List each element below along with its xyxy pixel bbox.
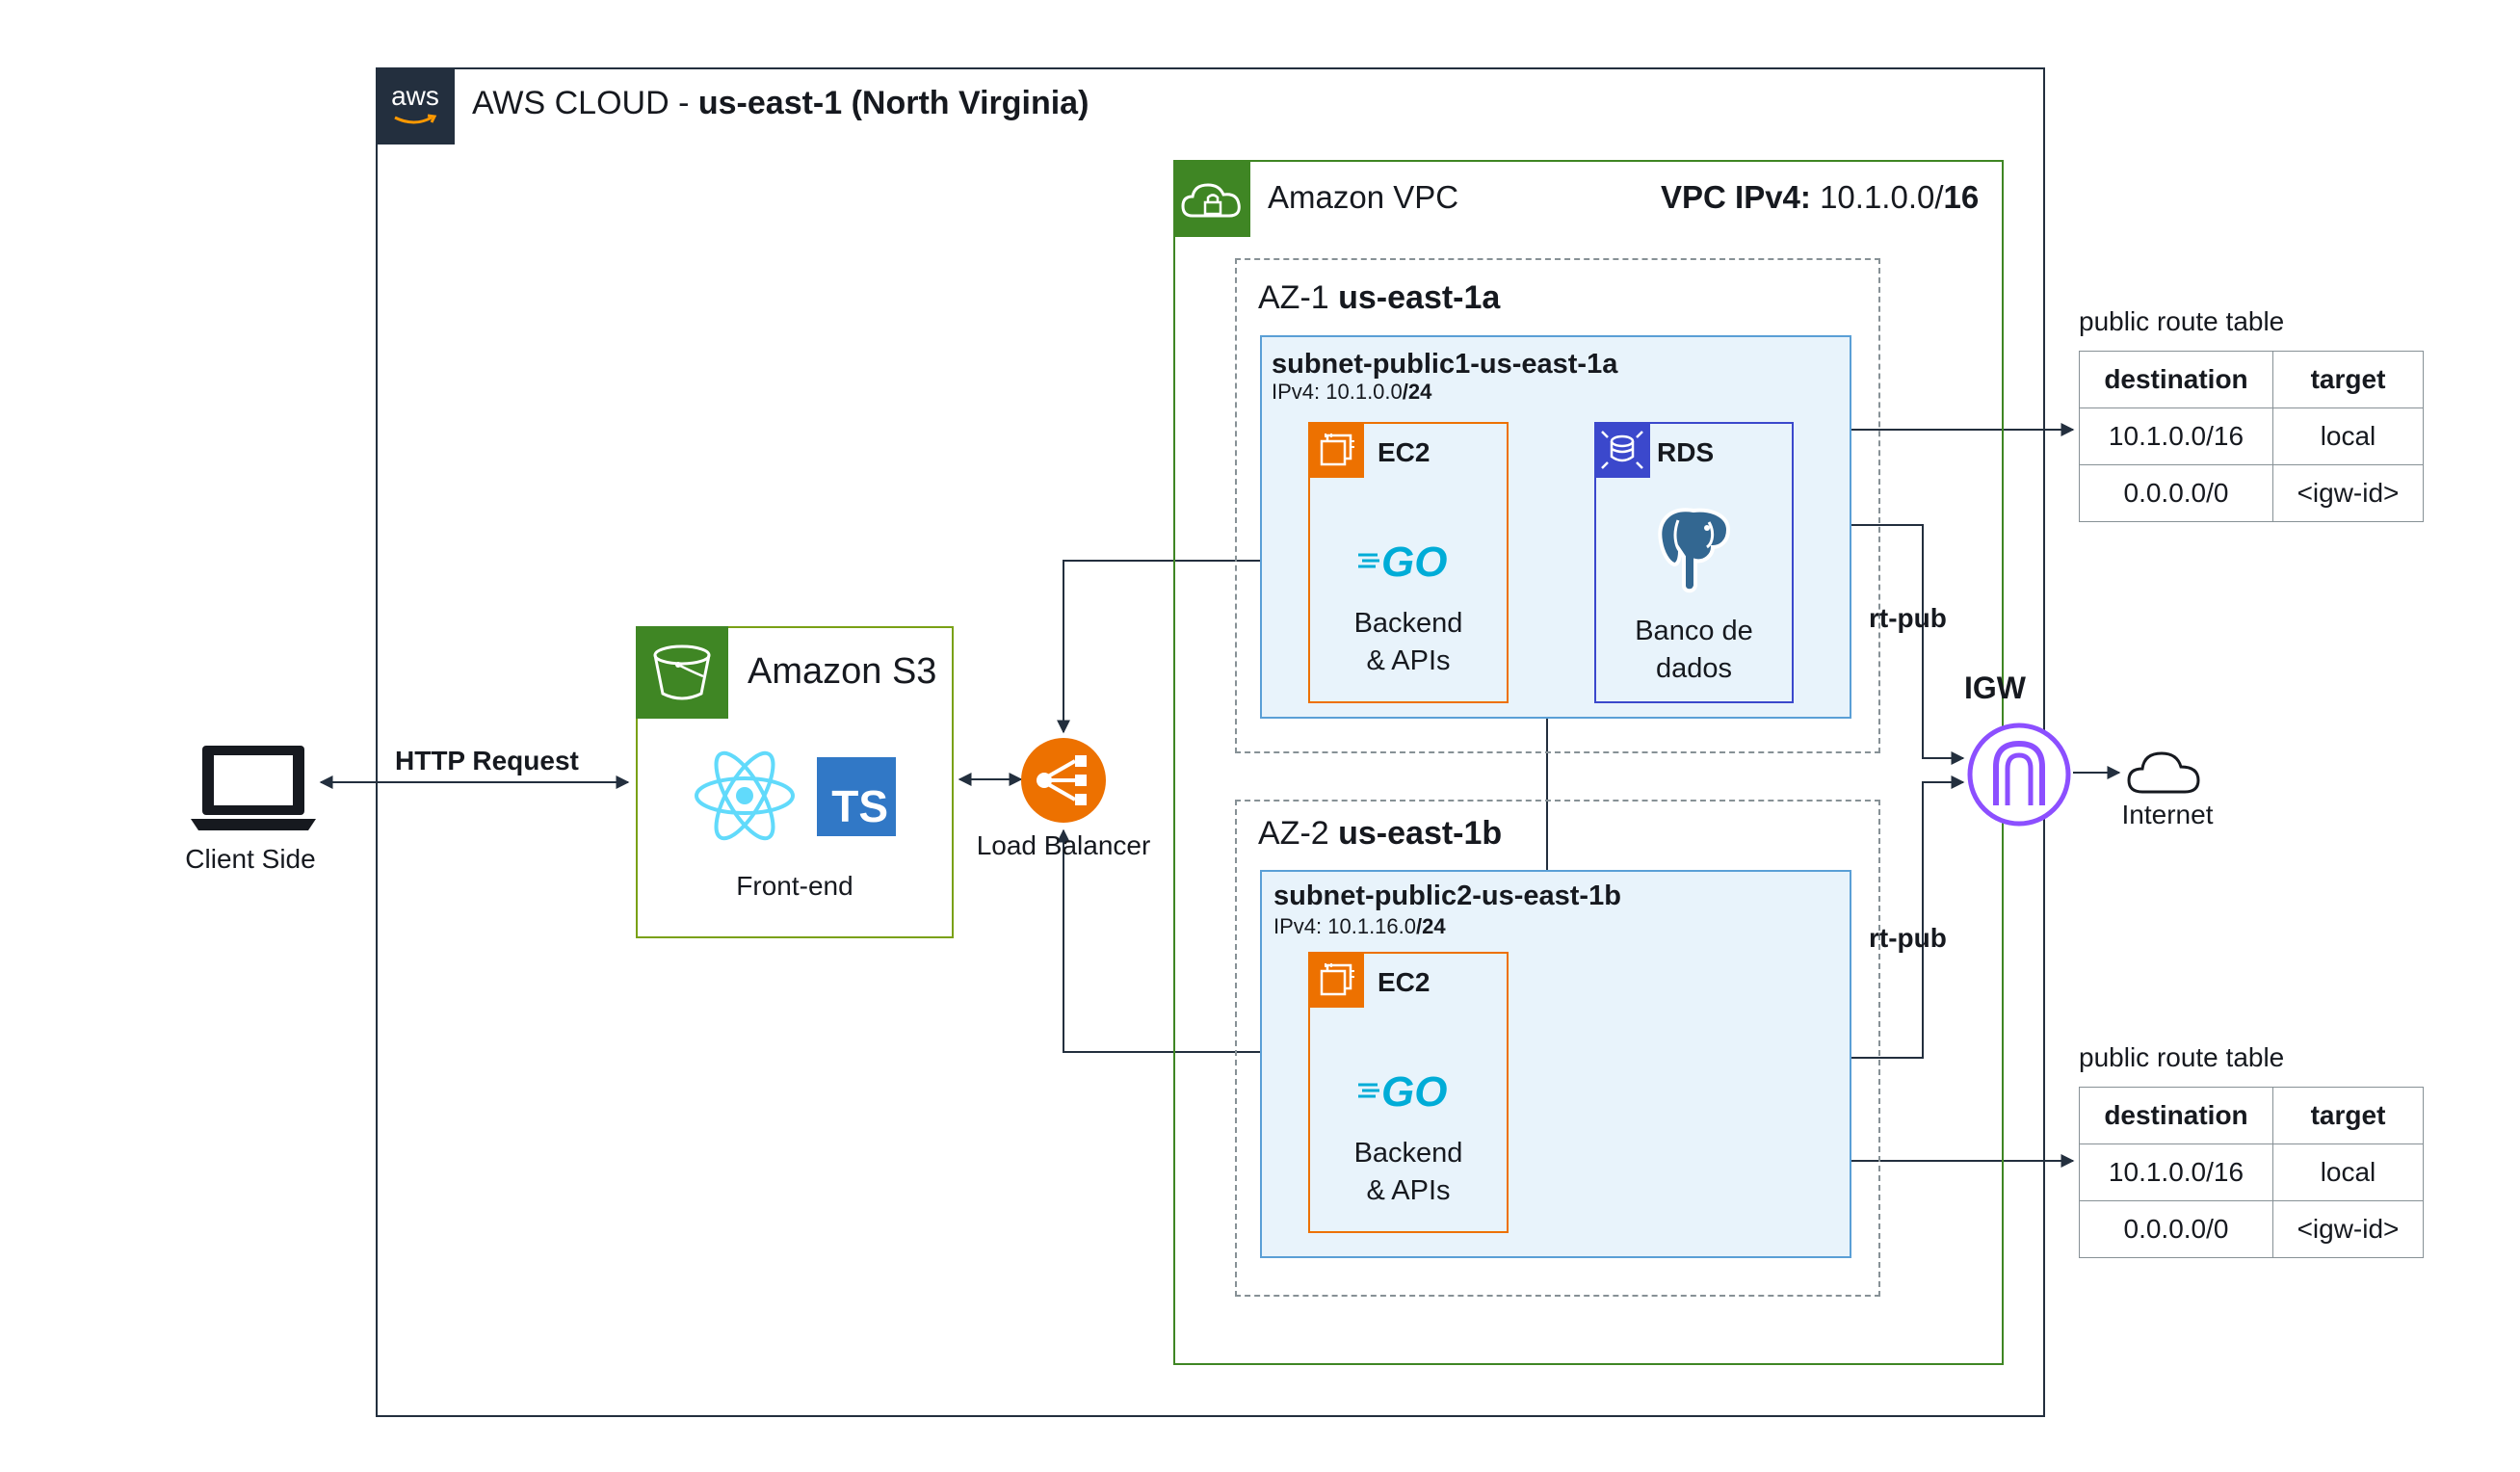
- ec2-az2-label: EC2: [1378, 967, 1431, 997]
- internet-gateway-icon: [1965, 721, 2073, 833]
- http-request-label: HTTP Request: [395, 746, 579, 775]
- subnet2-igw-line: [1842, 775, 1965, 1059]
- postgresql-elephant-icon: [1649, 503, 1738, 600]
- route-table-cell: 0.0.0.0/0: [2079, 1200, 2273, 1258]
- ec2-az2-caption: Backend& APIs: [1353, 1138, 1463, 1206]
- load-balancer-label: Load Balancer: [976, 830, 1151, 860]
- internet-cloud-icon: [2125, 746, 2202, 802]
- go-logo-text: GO: [1381, 539, 1447, 582]
- route-table-cell: 10.1.0.0/16: [2079, 1143, 2273, 1201]
- route-table-cell: local: [2271, 407, 2425, 465]
- lb-ec2-az2-line: [1057, 828, 1304, 1059]
- route-table-1-title: public route table: [2079, 306, 2285, 336]
- laptop-icon: [191, 742, 316, 839]
- go-logo-icon: GO: [1356, 1068, 1462, 1117]
- route-label-1: rt-pub: [1869, 603, 1947, 633]
- route-table-cell: local: [2271, 1143, 2425, 1201]
- s3-caption: Front-end: [736, 871, 853, 901]
- ec2-instance-icon: [1308, 422, 1364, 478]
- route-table-header: destination: [2079, 1087, 2273, 1144]
- s3-title: Amazon S3: [748, 651, 937, 692]
- lb-ec2-az1-line: [1057, 554, 1304, 734]
- route-label-2: rt-pub: [1869, 923, 1947, 953]
- availability-zone-1: [1235, 258, 1880, 753]
- az1-title: AZ-1 us-east-1a: [1258, 279, 1501, 316]
- aws-cloud-title: AWS CLOUD - us-east-1 (North Virginia): [472, 85, 1089, 121]
- rds-database-icon: [1594, 422, 1650, 478]
- subnet1-igw-line: [1842, 524, 1965, 765]
- client-side-label: Client Side: [185, 844, 316, 874]
- rds-label: RDS: [1657, 437, 1715, 467]
- route-table-header: destination: [2079, 351, 2273, 408]
- route-table-row: 0.0.0.0/0<igw-id>: [2079, 1200, 2425, 1258]
- load-balancer-icon: [1017, 734, 1110, 831]
- react-logo-icon: [692, 748, 798, 849]
- route-table-cell: 0.0.0.0/0: [2079, 464, 2273, 522]
- route-table-header: target: [2271, 1087, 2425, 1144]
- go-logo-text: GO: [1381, 1069, 1447, 1112]
- subnet1-name: subnet-public1-us-east-1a: [1272, 349, 1618, 380]
- vpc-cidr: VPC IPv4: 10.1.0.0/16: [1661, 179, 1980, 215]
- aws-logo-text: aws: [391, 81, 439, 111]
- subnet1-cidr: IPv4: 10.1.0.0/24: [1272, 380, 1432, 404]
- go-logo-icon: GO: [1356, 539, 1462, 587]
- typescript-logo-icon: TS: [817, 757, 896, 836]
- s3-bucket-icon: [636, 626, 728, 719]
- route-table-cell: <igw-id>: [2271, 464, 2425, 522]
- ec2-az1-caption: Backend& APIs: [1353, 608, 1463, 676]
- subnet2-cidr: IPv4: 10.1.16.0/24: [1273, 914, 1446, 938]
- route-table-header: target: [2271, 351, 2425, 408]
- route-table-row: 0.0.0.0/0<igw-id>: [2079, 464, 2425, 522]
- typescript-logo-text: TS: [831, 781, 888, 831]
- aws-logo-icon: aws: [376, 67, 455, 145]
- route-table-cell: <igw-id>: [2271, 1200, 2425, 1258]
- route-table-cell: 10.1.0.0/16: [2079, 407, 2273, 465]
- ec2-az2-box: [1308, 952, 1509, 1233]
- vpc-cloud-lock-icon: [1173, 160, 1250, 237]
- availability-zone-2: [1235, 800, 1880, 1297]
- ec2-instance-icon: [1308, 952, 1364, 1008]
- az2-title: AZ-2 us-east-1b: [1258, 815, 1503, 852]
- internet-label: Internet: [2121, 800, 2214, 829]
- igw-label: IGW: [1964, 670, 2026, 705]
- vpc-title: Amazon VPC: [1268, 179, 1459, 215]
- route-table-2-title: public route table: [2079, 1042, 2285, 1072]
- aws-smile-icon: [394, 114, 437, 124]
- subnet2-name: subnet-public2-us-east-1b: [1273, 881, 1621, 911]
- ec2-az1-label: EC2: [1378, 437, 1431, 467]
